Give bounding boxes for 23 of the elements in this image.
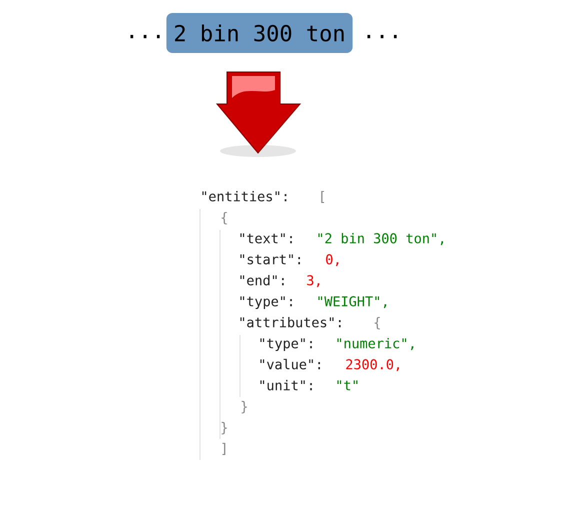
json-key: "attributes": <box>240 316 341 328</box>
json-number: 0, <box>326 254 338 266</box>
json-bracket: } <box>222 422 227 434</box>
json-key: "value": <box>260 358 320 370</box>
json-key: "type": <box>260 338 312 351</box>
json-string: "numeric", <box>337 338 414 350</box>
json-number: 3, <box>307 275 320 288</box>
json-bracket: [ <box>321 190 324 203</box>
json-bracket: { <box>374 316 380 330</box>
json-key: "unit": <box>260 380 312 390</box>
json-key: "text": <box>240 233 292 244</box>
highlight-box: 2 bin 300 ton <box>166 13 353 53</box>
json-bracket: ] <box>222 442 226 455</box>
json-bracket: { <box>222 212 227 224</box>
json-key: "end": <box>240 274 284 286</box>
json-string: "2 bin 300 ton", <box>318 232 444 246</box>
json-string: "WEIGHT", <box>318 296 386 308</box>
json-string: "t" <box>337 380 358 390</box>
json-key: "start": <box>240 254 300 264</box>
json-key: "entities": <box>202 190 286 202</box>
json-bracket: } <box>242 400 247 414</box>
json-number: 2300.0, <box>346 359 399 372</box>
json-key: "type": <box>240 296 292 309</box>
